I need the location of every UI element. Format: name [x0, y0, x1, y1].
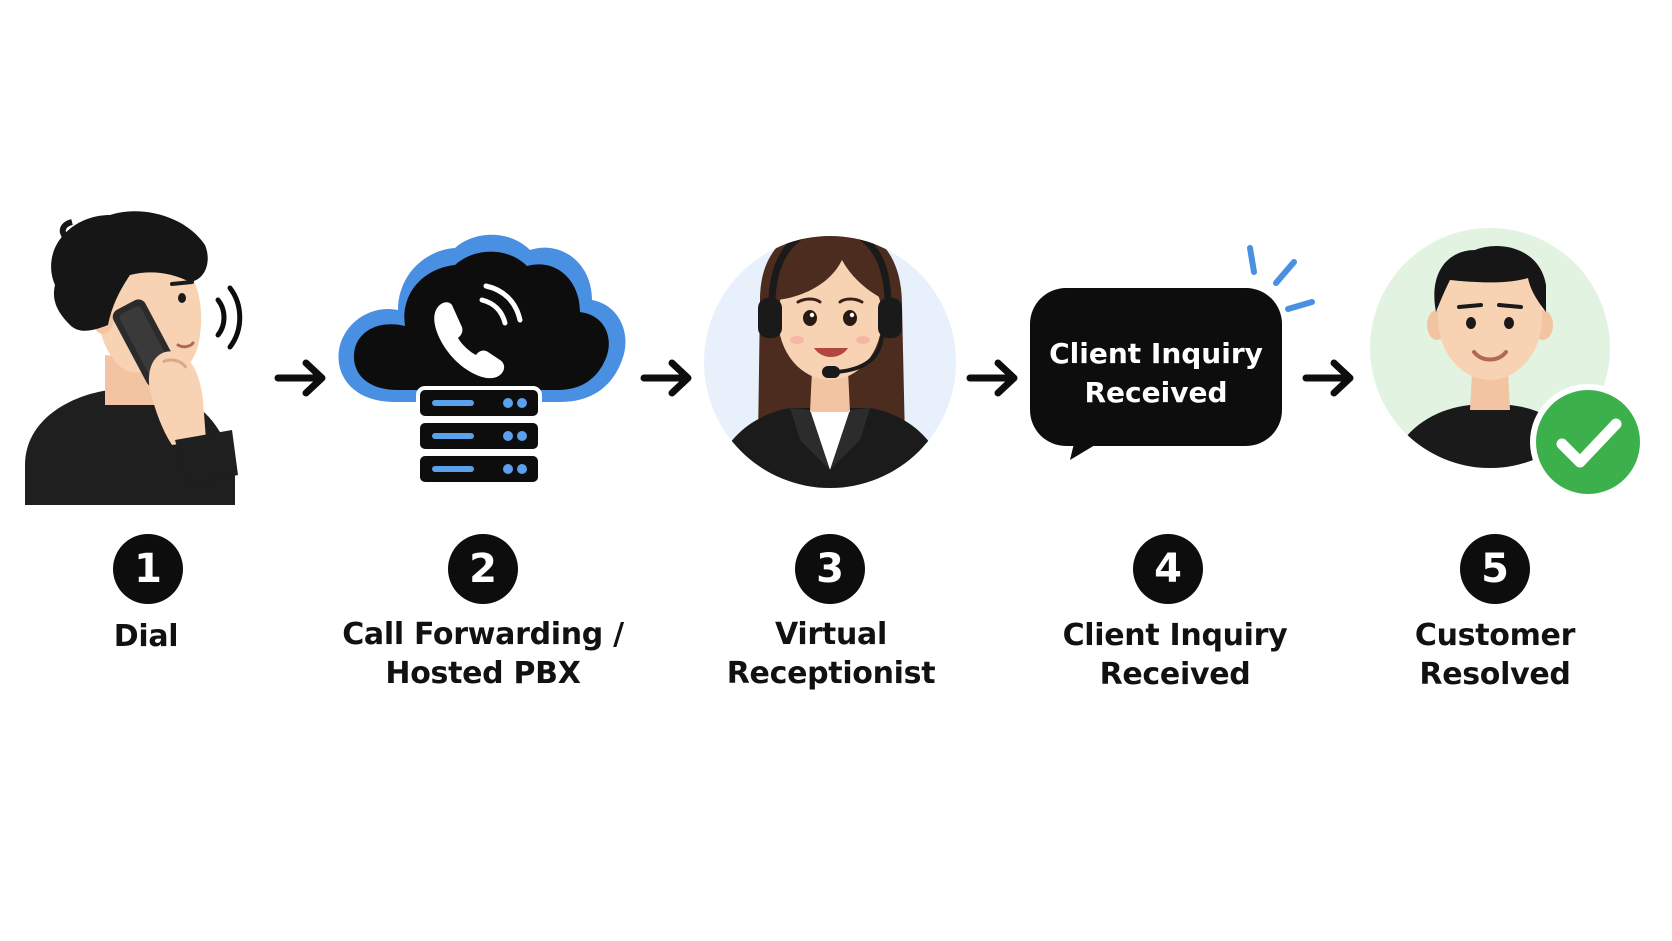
bubble-text-line1: Client Inquiry — [1049, 337, 1263, 370]
cloud-server-phone-icon — [338, 234, 626, 486]
step-2-label: Call Forwarding / Hosted PBX — [323, 615, 643, 693]
step-3-label-line-1: Virtual — [775, 617, 887, 652]
step-5-label-line-2: Resolved — [1419, 657, 1571, 692]
step-4-number-badge: 4 — [1133, 534, 1203, 604]
caller-on-phone-icon — [25, 211, 243, 505]
step-4-label: Client Inquiry Received — [1015, 616, 1335, 694]
step-1-label: Dial — [0, 617, 306, 656]
step-2-number-badge: 2 — [448, 534, 518, 604]
arrow-4-to-5 — [1302, 359, 1354, 397]
check-badge-icon — [1530, 384, 1646, 500]
step-5-number-badge: 5 — [1460, 534, 1530, 604]
arrow-1-to-2 — [274, 359, 326, 397]
step-3-label: Virtual Receptionist — [671, 615, 991, 693]
step-4-label-line-2: Received — [1099, 657, 1251, 692]
arrow-2-to-3 — [640, 359, 692, 397]
bubble-text-line2: Received — [1084, 376, 1227, 409]
speech-bubble-icon: Client Inquiry Received — [1030, 245, 1315, 460]
receptionist-headset-icon — [704, 236, 956, 488]
step-5-label: Customer Resolved — [1335, 616, 1655, 694]
server-rack-icon — [416, 386, 542, 486]
step-4-label-line-1: Client Inquiry — [1062, 618, 1288, 653]
step-5-label-line-1: Customer — [1414, 618, 1576, 653]
resolved-customer-icon — [1370, 228, 1646, 500]
step-2-label-line-2: Hosted PBX — [385, 656, 581, 691]
step-1-number-badge: 1 — [113, 534, 183, 604]
step-1-label-line-1: Dial — [113, 619, 179, 654]
step-3-number-badge: 3 — [795, 534, 865, 604]
step-2-label-line-1: Call Forwarding / — [342, 617, 624, 652]
arrow-3-to-4 — [966, 359, 1018, 397]
step-3-label-line-2: Receptionist — [726, 656, 936, 691]
